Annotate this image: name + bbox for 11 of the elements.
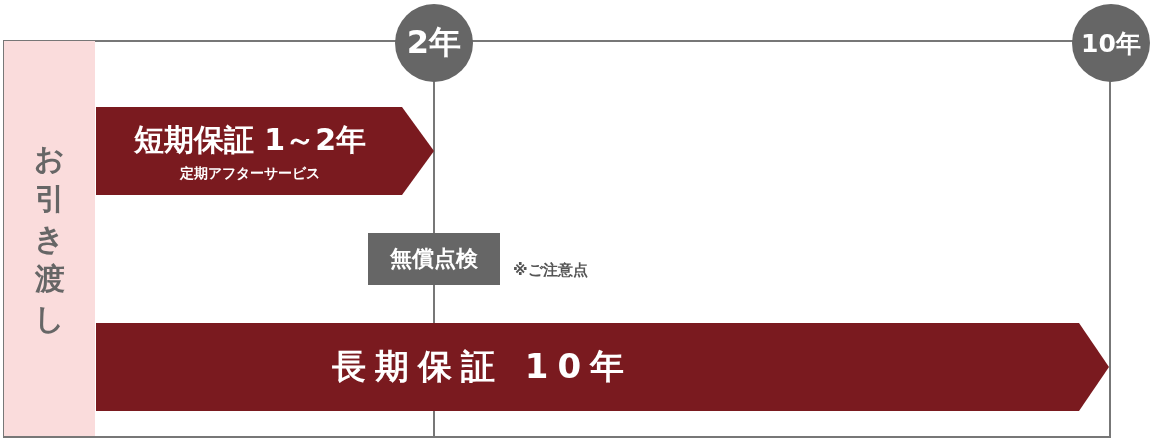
- banner-subtitle: 定期アフターサービス: [180, 164, 320, 183]
- year-label: 10年: [1081, 27, 1141, 60]
- arrow-banner: [96, 323, 1109, 411]
- year-label: 2年: [406, 22, 462, 63]
- band-label: お引き渡し: [33, 139, 66, 338]
- banner-title: 短期保証 1～2年: [133, 120, 367, 159]
- note-text: ※ご注意点: [513, 261, 588, 280]
- handover-band: [4, 41, 95, 436]
- banner-title: 長期保証 10年: [331, 345, 634, 388]
- inspection-box: 無償点検: [368, 233, 500, 285]
- arrow-banner: [96, 107, 434, 195]
